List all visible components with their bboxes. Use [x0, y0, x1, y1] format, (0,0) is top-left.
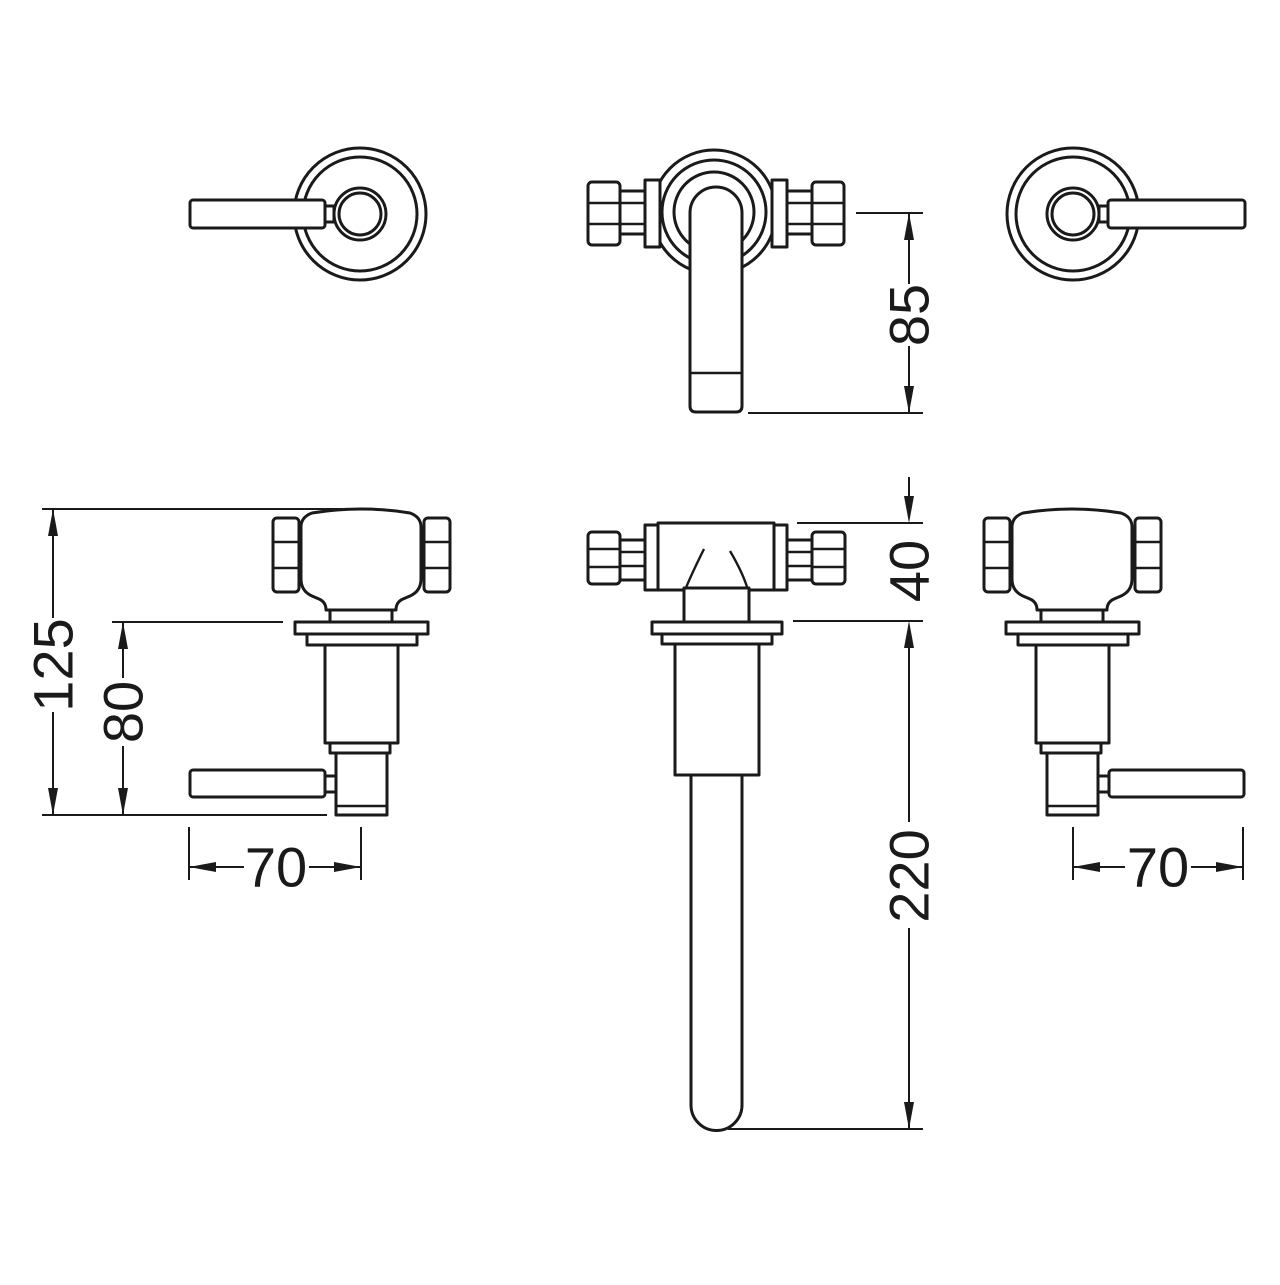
- handle-front-left-view: [188, 146, 428, 282]
- hex-nut-facets: [588, 201, 620, 226]
- hex-nut-facets: [424, 540, 450, 570]
- valve-body: [1010, 507, 1134, 612]
- arrow-up-icon: [904, 621, 914, 648]
- tee-body: [656, 521, 776, 592]
- lever-connector: [323, 774, 338, 794]
- spout-neck: [682, 586, 751, 625]
- spout-tube-front: [688, 185, 744, 414]
- hex-nut-facets: [588, 547, 620, 569]
- valve-side-right-view: [982, 507, 1246, 817]
- dim-label-220: 220: [878, 829, 941, 922]
- arrow-down-icon: [904, 386, 914, 413]
- hex-nut: [810, 530, 847, 586]
- hex-nut-facets: [812, 547, 845, 569]
- spout-base-barrel: [673, 642, 761, 777]
- dimension-spout-drop: 85: [748, 212, 941, 414]
- body-end-plate: [770, 178, 789, 249]
- valve-barrel: [323, 643, 400, 745]
- dim-label-70-right: 70: [1127, 836, 1189, 899]
- extension-lines: [748, 212, 923, 414]
- arrow-right-icon: [1216, 862, 1243, 872]
- valve-side-left-view: [188, 507, 452, 817]
- lever-handle: [1106, 198, 1247, 230]
- tail-adapter: [618, 189, 647, 236]
- body-end-plate: [772, 523, 789, 592]
- dim-label-125: 125: [22, 618, 85, 711]
- body-end-plate: [643, 178, 662, 249]
- dimension-valve-height: 125: [22, 508, 352, 816]
- hex-nut: [586, 180, 622, 247]
- dimension-left-handle-length: 70: [188, 827, 362, 899]
- wall-flange-plate: [650, 620, 784, 636]
- tail-adapter: [618, 538, 647, 582]
- arrow-down-icon: [904, 1102, 914, 1129]
- arrow-down-icon: [904, 496, 914, 523]
- lever-handle: [188, 768, 327, 799]
- tail-adapter-facets: [620, 550, 645, 568]
- spout-front-view: [586, 148, 846, 414]
- extension-lines: [188, 827, 362, 880]
- lever-handle: [188, 198, 327, 230]
- valve-barrel: [1034, 643, 1111, 745]
- lever-connector: [1096, 774, 1111, 794]
- wall-flange-plate: [293, 620, 430, 636]
- hex-nut: [1133, 516, 1163, 594]
- dim-label-40: 40: [878, 540, 941, 602]
- tail-adapter-facets: [787, 201, 812, 226]
- hex-nut-facets: [984, 540, 1010, 570]
- body-end-plate: [643, 523, 660, 592]
- tail-adapter-facets: [620, 201, 645, 226]
- dimension-wall-to-flange: 40: [793, 477, 941, 648]
- lever-handle: [1107, 768, 1246, 799]
- extension-lines: [42, 508, 352, 816]
- arrow-up-icon: [48, 509, 58, 536]
- dimension-valve-flange-to-base: 80: [92, 621, 283, 815]
- arrow-down-icon: [118, 788, 128, 815]
- dim-label-85: 85: [878, 284, 941, 346]
- dim-label-70-left: 70: [245, 836, 307, 899]
- valve-cartridge: [334, 751, 389, 817]
- arrow-up-icon: [118, 622, 128, 649]
- hex-nut-facets: [273, 540, 299, 570]
- hex-nut: [422, 516, 452, 594]
- hex-nut: [982, 516, 1012, 594]
- handle-hub-inner: [337, 191, 383, 237]
- tail-adapter-facets: [787, 550, 812, 568]
- handle-front-right-view: [1005, 146, 1247, 282]
- tail-adapter: [785, 538, 814, 582]
- extension-lines: [1072, 827, 1244, 880]
- flange-step: [305, 632, 419, 647]
- arrow-up-icon: [904, 213, 914, 240]
- arrow-left-icon: [189, 862, 216, 872]
- spout-side-view: [586, 521, 847, 1132]
- handle-hub-inner: [1050, 191, 1096, 237]
- tail-adapter: [785, 189, 814, 236]
- spout-tube-side: [689, 773, 744, 1132]
- hex-nut-facets: [1135, 540, 1161, 570]
- hex-nut-facets: [812, 201, 844, 226]
- dim-label-80: 80: [92, 681, 155, 743]
- dimension-spout-reach: 220: [728, 646, 941, 1130]
- valve-body: [299, 507, 423, 612]
- dimension-right-handle-length: 70: [1072, 827, 1244, 899]
- arrow-right-icon: [334, 862, 361, 872]
- extension-lines: [793, 522, 923, 622]
- arrow-left-icon: [1073, 862, 1100, 872]
- flange-step: [1016, 632, 1130, 647]
- arrow-down-icon: [48, 788, 58, 815]
- hex-nut: [271, 516, 301, 594]
- hex-nut: [810, 180, 846, 247]
- wall-flange-plate: [1004, 620, 1141, 636]
- hex-nut: [586, 530, 622, 586]
